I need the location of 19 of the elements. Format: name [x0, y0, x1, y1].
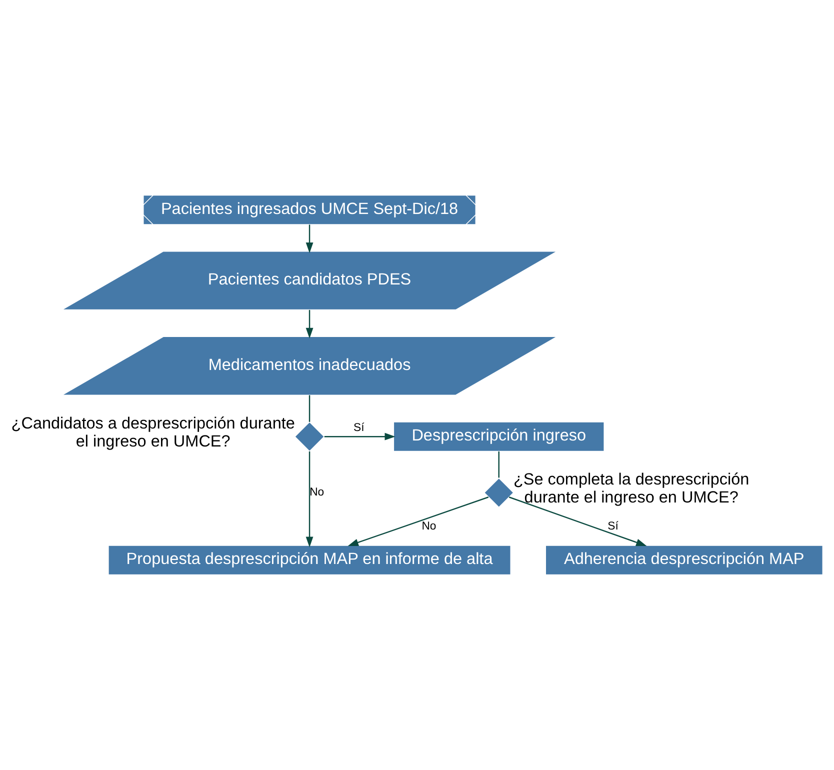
node-box: Desprescripción ingreso: [393, 422, 605, 452]
edge-label: No: [422, 520, 436, 532]
node-diamond: [484, 477, 514, 508]
connector: [498, 451, 500, 478]
connector: [308, 395, 310, 422]
edge-label: Sí: [354, 422, 364, 434]
node-label: ¿Candidatos a desprescripción durante el ingreso en UMCE?: [11, 414, 295, 450]
arrow: [324, 432, 396, 440]
arrow: [508, 496, 647, 546]
arrow: [306, 451, 314, 548]
edge-label: Sí: [608, 520, 618, 532]
arrow: [348, 496, 489, 546]
edge-label: No: [310, 486, 324, 499]
node-label: ¿Se completa la desprescripción durante el ingreso en UMCE?: [513, 470, 750, 506]
arrow: [306, 310, 314, 338]
node-box: Propuesta desprescripción MAP en informe de alta: [108, 545, 512, 576]
node-diamond: [294, 421, 325, 452]
node-box: Adherencia desprescripción MAP: [545, 545, 824, 576]
arrow: [306, 224, 314, 254]
